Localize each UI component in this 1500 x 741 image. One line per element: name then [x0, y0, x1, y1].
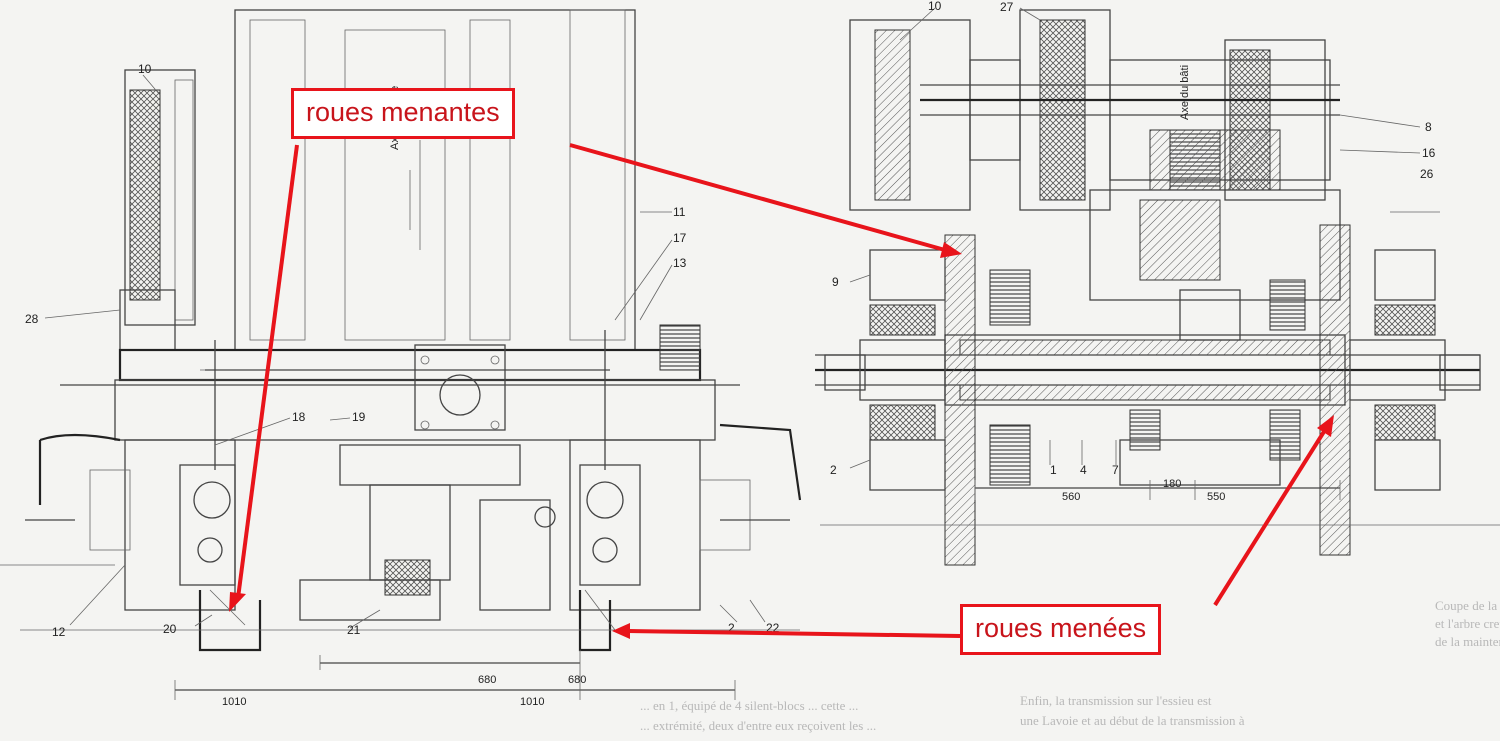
part-number-16: 16: [1422, 146, 1436, 160]
dim-550: 550: [1207, 491, 1225, 503]
arrow-driven-to-section-wheel: [1213, 428, 1327, 607]
dim-1010-right: 1010: [520, 696, 544, 708]
part-number-7: 7: [1112, 463, 1119, 477]
part-number-18: 18: [292, 410, 306, 424]
arrow-head: [940, 242, 962, 258]
arrow-driven-to-left-wheel: [627, 629, 961, 638]
arrow-driving-to-section-wheel: [569, 143, 946, 252]
bg-caption-3: de la maintenance du: [1435, 634, 1500, 649]
part-number-2-right: 2: [830, 463, 837, 477]
part-number-13: 13: [673, 256, 687, 270]
arrow-head: [1317, 415, 1334, 437]
bg-caption-4: Enfin, la transmission sur l'essieu est: [1020, 693, 1212, 708]
arrow-head: [612, 623, 630, 639]
part-number-4: 4: [1080, 463, 1087, 477]
label-driving-wheels: roues menantes: [291, 88, 515, 139]
part-number-12: 12: [52, 625, 66, 639]
dim-1010-left: 1010: [222, 696, 246, 708]
dim-560: 560: [1062, 491, 1080, 503]
part-number-11: 11: [673, 205, 686, 219]
part-number-28: 28: [25, 312, 39, 326]
part-number-26: 26: [1420, 167, 1434, 181]
bg-caption-2: et l'arbre creux.: [1435, 616, 1500, 631]
part-number-21: 21: [347, 623, 361, 637]
part-number-17: 17: [673, 231, 687, 245]
part-number-1: 1: [1050, 463, 1057, 477]
arrow-driving-to-left-wheel: [236, 144, 299, 599]
annotation-arrows: [229, 143, 1334, 639]
bg-caption-5: une Lavoie et au début de la transmissio…: [1020, 713, 1245, 728]
part-number-2-left: 2: [728, 621, 735, 635]
bg-caption-6: ... en 1, équipé de 4 silent-blocs ... c…: [640, 698, 858, 713]
part-number-10-right: 10: [928, 0, 942, 13]
background-page-text: Coupe de la transmission et l'arbre creu…: [640, 598, 1500, 733]
part-number-8: 8: [1425, 120, 1432, 134]
part-number-27: 27: [1000, 0, 1014, 14]
bg-caption-1: Coupe de la transmission: [1435, 598, 1500, 613]
part-number-10-left: 10: [138, 62, 152, 76]
arrow-head: [229, 592, 246, 612]
bogie-end-view: 1010 680 1010 680 Axe du bogie 10 28 11 …: [0, 9, 802, 708]
part-number-19: 19: [352, 410, 366, 424]
dim-680-left: 680: [478, 674, 496, 686]
axis-label-box: Axe du bâti: [1179, 65, 1191, 120]
dim-680-right: 680: [568, 674, 586, 686]
part-number-20: 20: [163, 622, 177, 636]
bg-caption-7: ... extrémité, deux d'entre eux reçoiven…: [640, 718, 876, 733]
axle-section-view: 560 180 550 Axe du bâti 10 27 9 8 16 26 …: [815, 0, 1500, 566]
label-driven-wheels: roues menées: [960, 604, 1162, 655]
part-number-9: 9: [832, 275, 839, 289]
dim-180: 180: [1163, 478, 1181, 490]
